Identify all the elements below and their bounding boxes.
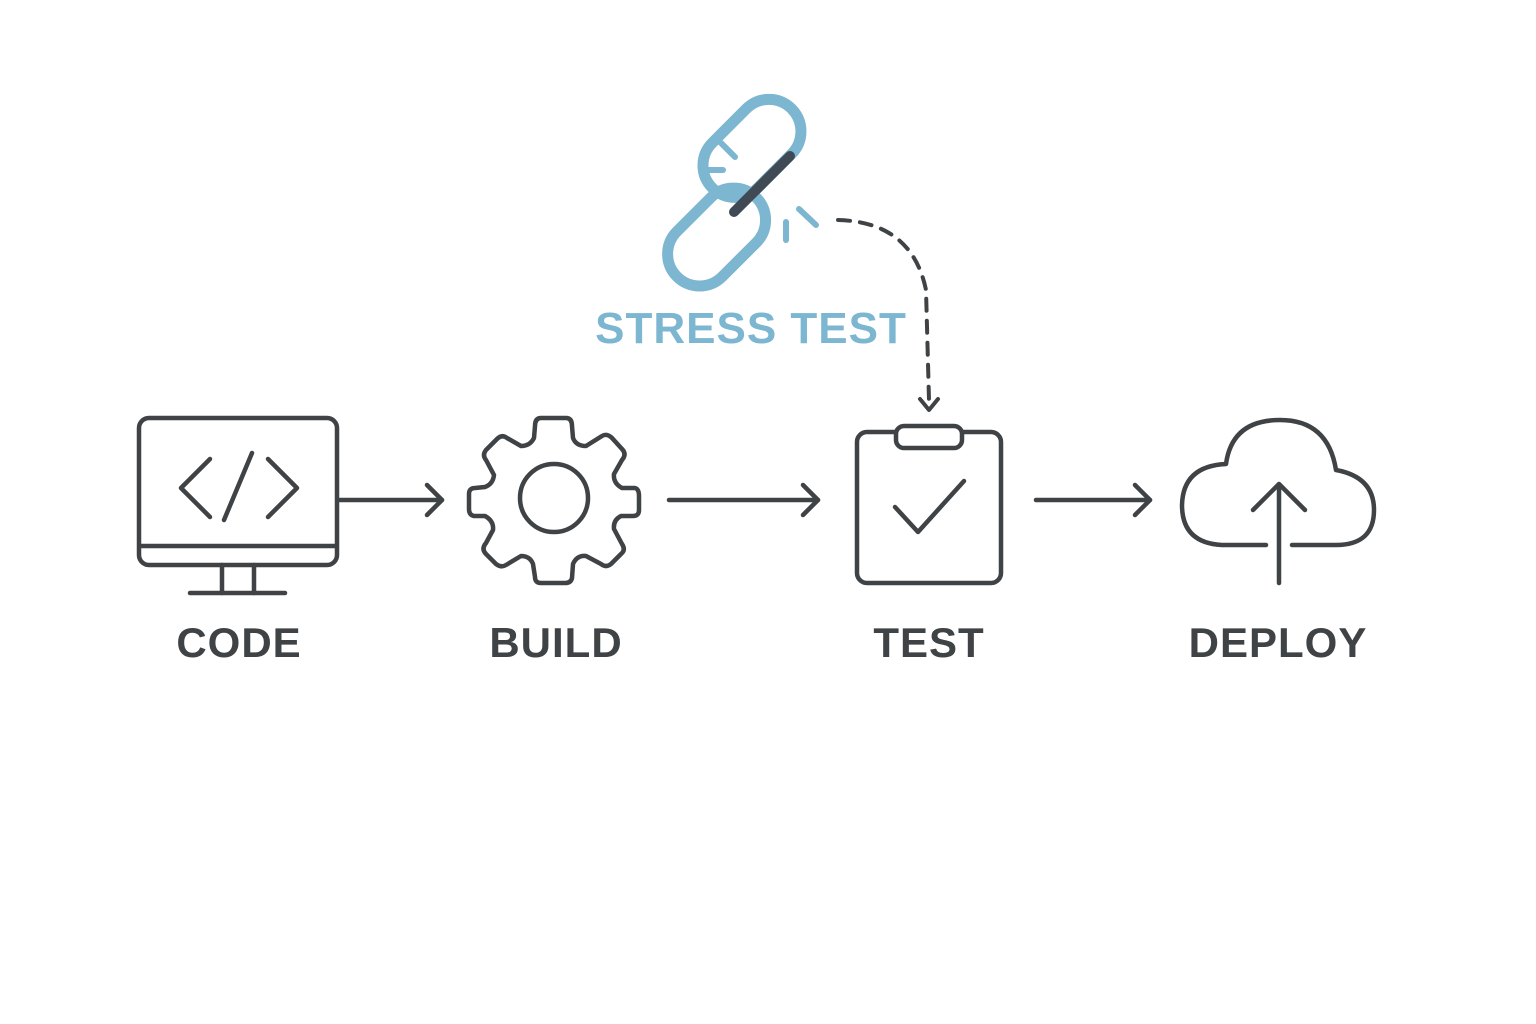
stress-test-label: STRESS TEST [595,304,907,353]
step-label-test: TEST [873,619,985,666]
clipboard-check-icon [854,423,1004,586]
dashed-injection-arrow [836,218,940,412]
broken-link-icon [662,93,819,292]
monitor-code-icon [136,415,340,596]
gear-icon [466,415,642,586]
step-label-deploy: DEPLOY [1188,619,1368,666]
arrow-code-to-build [335,482,445,518]
step-label-code: CODE [176,619,302,666]
cloud-upload-icon [1179,417,1377,586]
arrow-build-to-test [666,482,821,518]
arrow-test-to-deploy [1033,482,1153,518]
step-label-build: BUILD [489,619,623,666]
